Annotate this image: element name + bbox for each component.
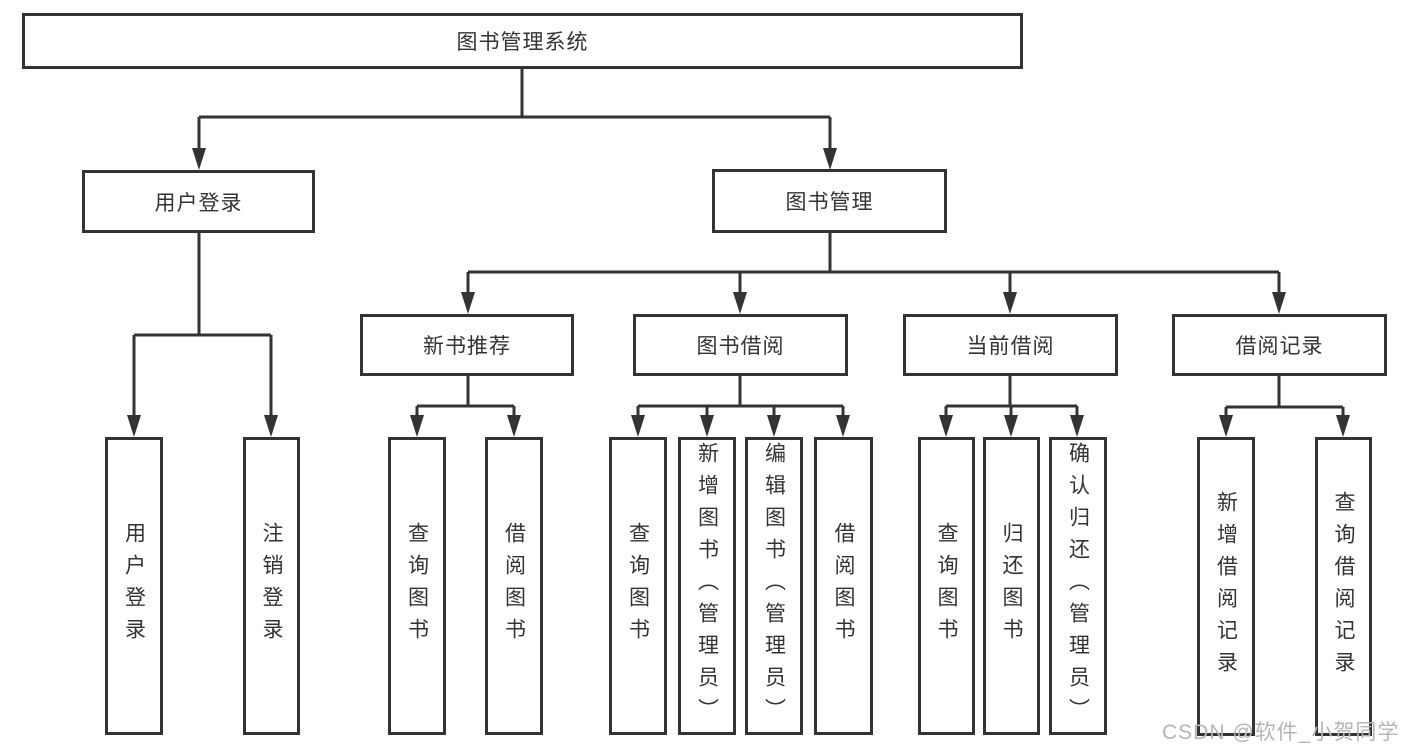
- leaf-edit-books-admin-label: 编辑图书（管理员）: [762, 442, 786, 730]
- leaf-user-login: 用户登录: [105, 437, 163, 735]
- leaf-return-books: 归还图书: [983, 437, 1040, 735]
- leaf-add-books-admin: 新增图书（管理员）: [678, 437, 736, 735]
- leaf-recommend-borrow-books: 借阅图书: [485, 437, 543, 735]
- node-user-login: 用户登录: [82, 170, 315, 233]
- leaf-add-borrow-record: 新增借阅记录: [1197, 437, 1255, 736]
- leaf-confirm-return-admin-label: 确认归还（管理员）: [1066, 442, 1090, 730]
- node-book-management: 图书管理: [712, 169, 947, 233]
- leaf-confirm-return-admin: 确认归还（管理员）: [1049, 437, 1107, 735]
- node-current-borrow: 当前借阅: [903, 314, 1118, 376]
- csdn-watermark: CSDN @软件_小贺同学: [1162, 721, 1400, 744]
- node-borrow-records: 借阅记录: [1172, 314, 1387, 376]
- leaf-borrow-borrow-books: 借阅图书: [814, 437, 873, 735]
- leaf-user-login-label: 用户登录: [122, 522, 146, 650]
- leaf-recommend-query-books: 查询图书: [388, 437, 446, 735]
- leaf-borrow-query-books: 查询图书: [609, 437, 667, 735]
- node-root-label: 图书管理系统: [456, 31, 589, 54]
- node-current-borrow-label: 当前借阅: [966, 335, 1055, 358]
- leaf-query-borrow-record: 查询借阅记录: [1315, 437, 1372, 736]
- node-new-book-recommend-label: 新书推荐: [423, 335, 511, 358]
- leaf-return-books-label: 归还图书: [1000, 522, 1023, 650]
- leaf-recommend-borrow-books-label: 借阅图书: [502, 522, 526, 650]
- node-user-login-label: 用户登录: [154, 191, 243, 215]
- leaf-query-borrow-record-label: 查询借阅记录: [1332, 490, 1355, 683]
- leaf-current-query-books: 查询图书: [918, 437, 975, 735]
- leaf-current-query-books-label: 查询图书: [935, 522, 958, 650]
- leaf-edit-books-admin: 编辑图书（管理员）: [745, 437, 803, 735]
- leaf-add-books-admin-label: 新增图书（管理员）: [695, 442, 719, 730]
- node-root: 图书管理系统: [22, 13, 1023, 69]
- leaf-borrow-query-books-label: 查询图书: [626, 522, 650, 650]
- leaf-recommend-query-books-label: 查询图书: [405, 522, 429, 650]
- leaf-borrow-borrow-books-label: 借阅图书: [832, 522, 855, 650]
- node-book-borrow: 图书借阅: [633, 314, 848, 376]
- leaf-add-borrow-record-label: 新增借阅记录: [1214, 490, 1238, 683]
- arrowheads: [127, 148, 1350, 437]
- node-new-book-recommend: 新书推荐: [360, 314, 574, 376]
- node-book-borrow-label: 图书借阅: [696, 335, 785, 358]
- leaf-logout: 注销登录: [243, 437, 300, 735]
- node-borrow-records-label: 借阅记录: [1235, 335, 1324, 358]
- leaf-logout-label: 注销登录: [260, 522, 283, 650]
- node-book-management-label: 图书管理: [785, 191, 874, 214]
